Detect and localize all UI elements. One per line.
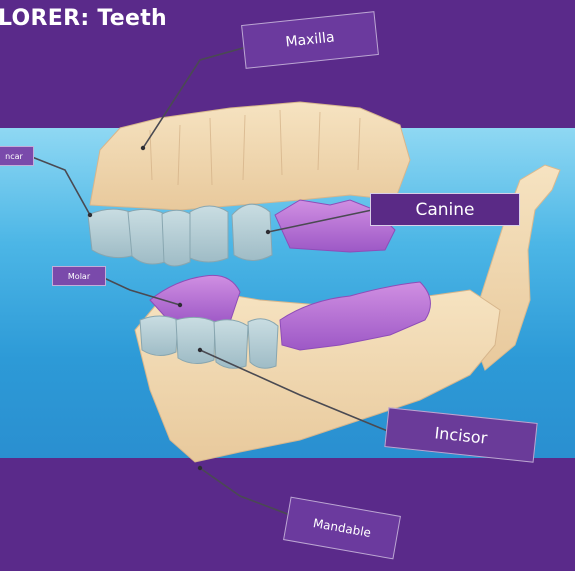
maxilla-bone: [89, 101, 411, 211]
maxilla-leader: [142, 47, 244, 149]
upper-front-teeth: [87, 203, 273, 267]
premolar-label[interactable]: ncar: [0, 146, 34, 166]
premolar-leader: [31, 156, 91, 216]
lower-molars: [149, 274, 431, 351]
canine-leader: [267, 209, 373, 233]
molar-leader: [103, 277, 181, 306]
upper-molars: [274, 199, 396, 253]
lower-front-teeth: [139, 315, 279, 369]
molar-label[interactable]: Molar: [52, 266, 106, 286]
canine-label[interactable]: Canine: [370, 193, 520, 226]
leader-lines: [31, 47, 391, 516]
upper-canine-tooth: [231, 203, 273, 261]
incisor-leader: [199, 349, 391, 433]
page-title: LORER: Teeth: [0, 6, 168, 31]
leader-dots: [87, 145, 271, 471]
maxilla-root-lines: [149, 109, 361, 186]
mandable-leader: [199, 467, 291, 516]
